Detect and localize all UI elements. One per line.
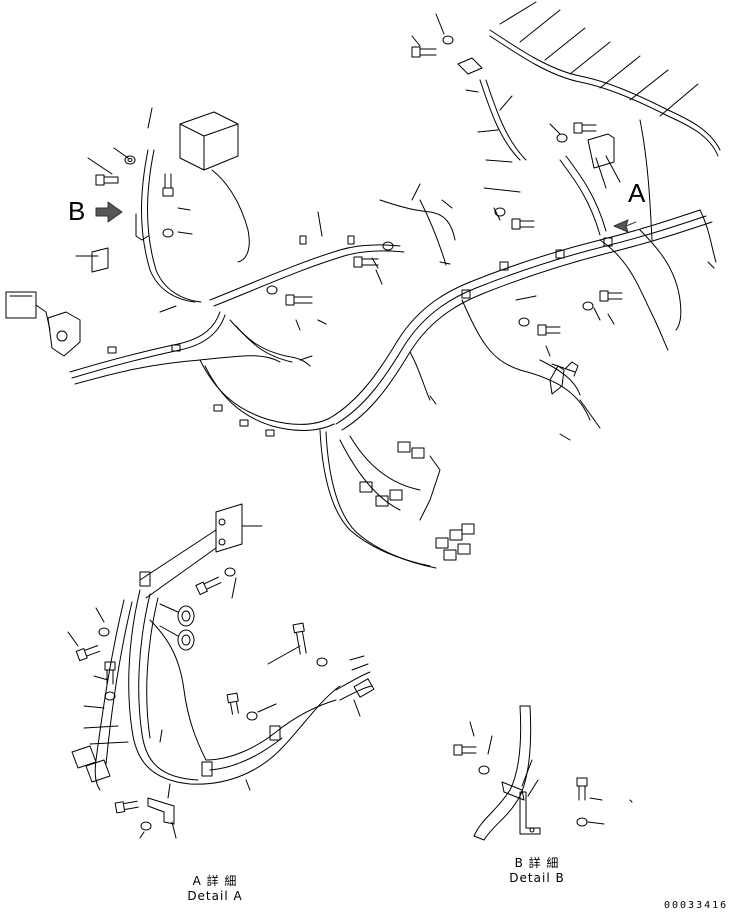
bolts-and-washers — [91, 35, 623, 395]
detail-a-drawing — [67, 503, 375, 839]
detail-a-callout: A — [628, 178, 646, 208]
document-number: 00033416 — [664, 900, 729, 911]
detail-b-caption-en: Detail B — [509, 871, 565, 885]
detail-a-caption-en: Detail A — [187, 889, 243, 903]
detail-a-arrow — [613, 219, 637, 233]
detail-a-caption-jp: A 詳 細 — [192, 874, 238, 888]
main-wiring-harness — [5, 1, 721, 569]
detail-b-caption-jp: B 詳 細 — [514, 856, 560, 870]
detail-b-caption: B 詳 細 Detail B — [492, 856, 582, 886]
detail-b-arrow — [95, 201, 123, 223]
detail-b-callout: B — [68, 196, 86, 226]
detail-a-caption: A 詳 細 Detail A — [170, 874, 260, 904]
detail-b-drawing — [453, 705, 633, 841]
leader-lines — [75, 13, 615, 429]
